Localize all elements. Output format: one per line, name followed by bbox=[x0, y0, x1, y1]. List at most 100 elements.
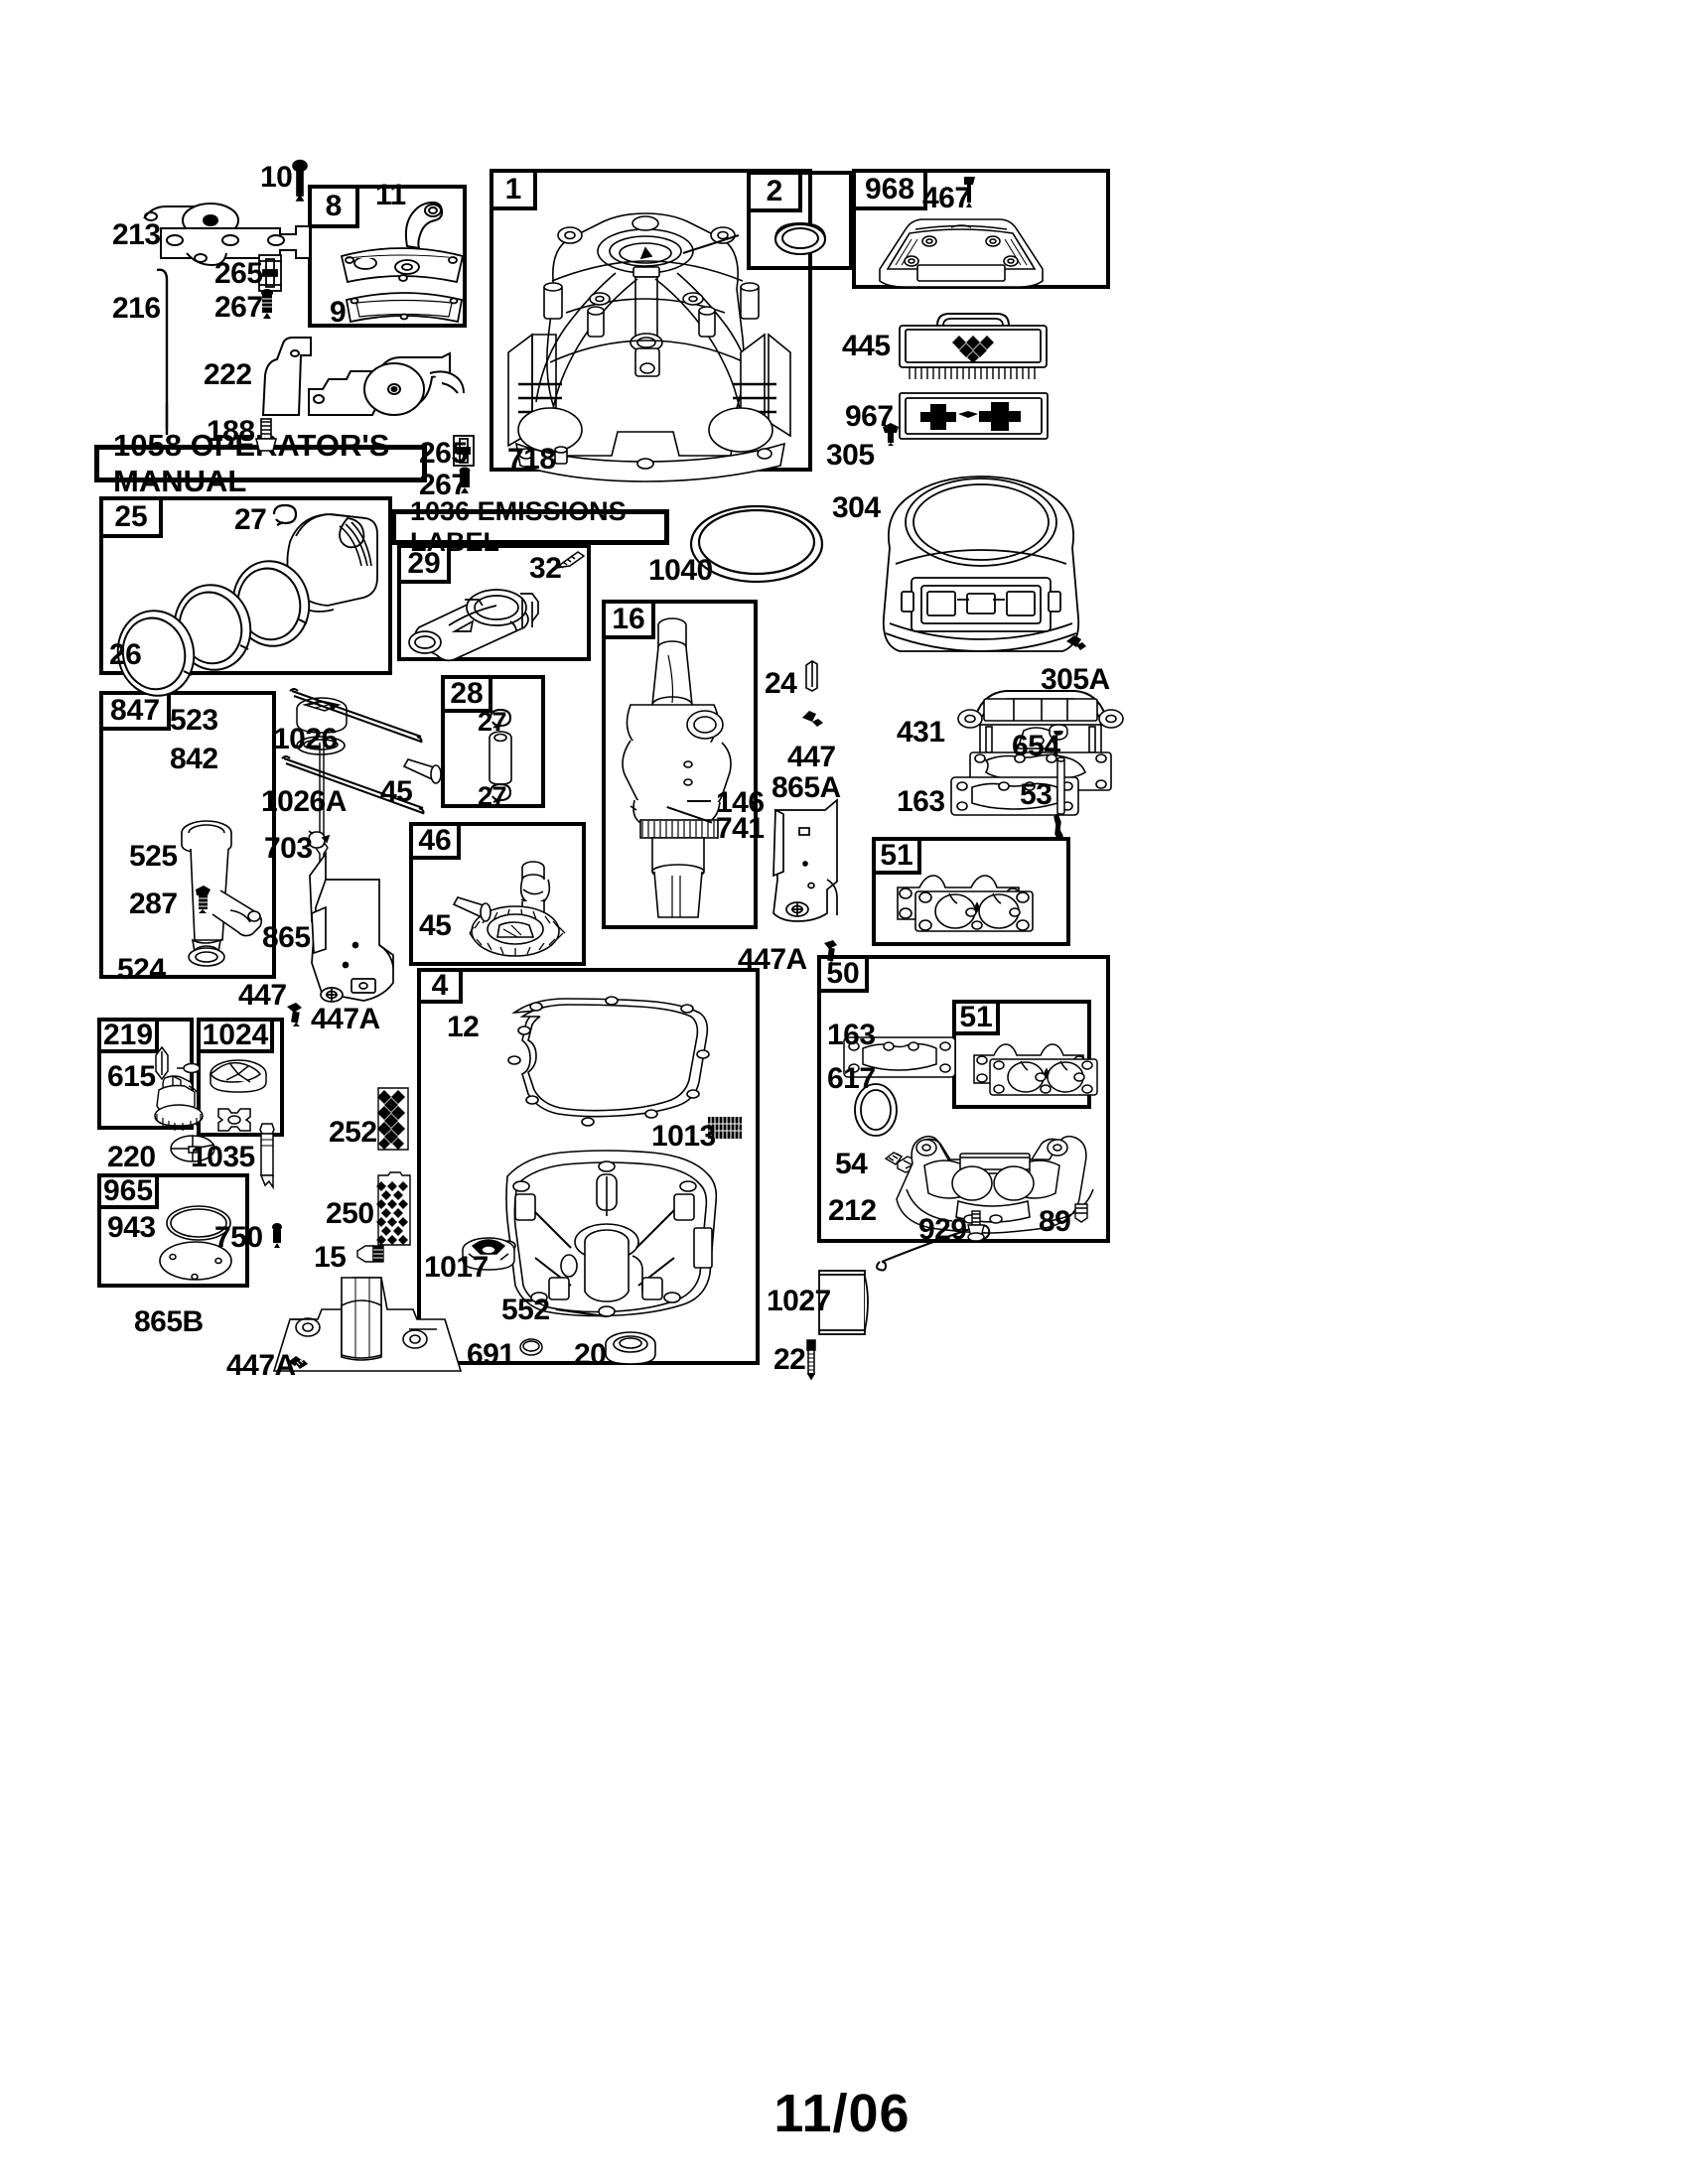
callout-552: 552 bbox=[501, 1294, 550, 1326]
box-label: 847 bbox=[109, 694, 161, 727]
art-piston-ring-1 bbox=[227, 558, 315, 649]
callout-654: 654 bbox=[1012, 730, 1060, 762]
art-shield-865B bbox=[268, 1266, 463, 1375]
callout-431: 431 bbox=[897, 716, 945, 749]
callout-447-crank: 447 bbox=[787, 741, 836, 773]
art-screw-447A-crank bbox=[820, 939, 842, 965]
callout-718: 718 bbox=[507, 443, 556, 476]
art-gasket-163-50 bbox=[841, 1034, 958, 1080]
callout-304: 304 bbox=[832, 491, 881, 524]
callout-1013: 1013 bbox=[651, 1120, 716, 1153]
art-seal-1040 bbox=[687, 501, 826, 587]
art-clip-703 bbox=[303, 828, 331, 852]
art-clamp-265-upper bbox=[256, 253, 284, 293]
art-slinger-retainer-1024 bbox=[214, 1105, 254, 1135]
callout-447A-crank: 447A bbox=[738, 943, 807, 976]
callout-252: 252 bbox=[329, 1116, 377, 1149]
callout-10: 10 bbox=[260, 161, 293, 194]
art-screw-447A-865B bbox=[286, 1352, 310, 1374]
callout-865: 865 bbox=[262, 921, 311, 954]
callout-213: 213 bbox=[112, 218, 161, 251]
art-retaining-ring-27-c bbox=[486, 781, 517, 803]
callout-617: 617 bbox=[827, 1062, 876, 1095]
art-governor-shaft-1035 bbox=[256, 1122, 278, 1190]
art-pushrod-1026A bbox=[280, 754, 429, 816]
art-screw-10 bbox=[290, 159, 310, 202]
box-label: 1024 bbox=[202, 1019, 269, 1051]
group-box-29 bbox=[397, 544, 591, 661]
art-nut-89 bbox=[1070, 1199, 1092, 1225]
callout-53: 53 bbox=[1020, 778, 1052, 811]
callout-27-b: 27 bbox=[478, 707, 507, 737]
callout-250: 250 bbox=[326, 1197, 374, 1230]
box-label: 28 bbox=[450, 677, 484, 710]
art-valve-45-a bbox=[402, 758, 444, 790]
callout-1017: 1017 bbox=[424, 1251, 489, 1284]
group-box-847 bbox=[99, 691, 276, 979]
callout-32: 32 bbox=[529, 552, 562, 585]
group-box-847-number: 847 bbox=[99, 691, 171, 731]
group-box-51-lower-number: 51 bbox=[952, 1000, 1000, 1035]
art-screw-467 bbox=[960, 175, 978, 207]
art-grommet-654 bbox=[1048, 723, 1069, 743]
callout-447A-865B: 447A bbox=[226, 1349, 296, 1382]
operators-manual-text: 1058 OPERATOR'S MANUAL bbox=[113, 428, 390, 498]
art-plug-15 bbox=[355, 1243, 385, 1265]
callout-12: 12 bbox=[447, 1011, 480, 1043]
callout-27-c: 27 bbox=[478, 781, 507, 811]
art-link-rod-216 bbox=[149, 264, 179, 438]
group-box-46-number: 46 bbox=[409, 822, 461, 860]
callout-45-a: 45 bbox=[380, 775, 413, 808]
callout-943: 943 bbox=[107, 1211, 156, 1244]
callout-305: 305 bbox=[826, 439, 875, 472]
leader-146 bbox=[687, 800, 711, 802]
callout-163-top: 163 bbox=[897, 785, 945, 818]
group-box-50 bbox=[817, 955, 1110, 1243]
art-oil-filter-1027 bbox=[815, 1267, 873, 1338]
art-breather-gasket-943 bbox=[164, 1203, 233, 1243]
callout-467: 467 bbox=[922, 182, 971, 214]
emissions-label-banner: 1036 EMISSIONS LABEL bbox=[391, 496, 669, 557]
callout-1026: 1026 bbox=[273, 723, 338, 755]
group-box-28-number: 28 bbox=[441, 675, 492, 713]
art-rocker-cover-8 bbox=[338, 246, 467, 288]
callout-54: 54 bbox=[835, 1148, 868, 1180]
callout-15: 15 bbox=[314, 1241, 347, 1274]
art-retaining-ring-27-a bbox=[268, 502, 302, 526]
art-sump-housing-4 bbox=[484, 1147, 730, 1335]
art-screen-250 bbox=[370, 1171, 418, 1251]
art-washer-615 bbox=[177, 1061, 203, 1075]
art-screw-267-lower bbox=[455, 467, 475, 494]
callout-523: 523 bbox=[170, 704, 218, 737]
callout-220: 220 bbox=[107, 1141, 156, 1173]
art-valve-45-b bbox=[452, 896, 493, 928]
callout-45-b: 45 bbox=[419, 909, 452, 942]
art-screw-447-crank bbox=[800, 709, 826, 733]
callout-1040: 1040 bbox=[648, 554, 713, 587]
callout-305A: 305A bbox=[1041, 663, 1110, 696]
callout-22: 22 bbox=[773, 1343, 806, 1376]
group-box-25 bbox=[99, 496, 392, 675]
callout-525: 525 bbox=[129, 840, 178, 873]
art-oil-fill-tube-525 bbox=[179, 819, 278, 963]
art-blower-housing-304 bbox=[872, 475, 1090, 673]
box-label: 2 bbox=[766, 175, 783, 207]
art-piston-pin-28 bbox=[486, 730, 515, 787]
art-bracket-222 bbox=[253, 337, 467, 419]
art-crankcase-1013-hatch bbox=[708, 1117, 742, 1139]
art-oil-pump-1017 bbox=[459, 1236, 518, 1278]
callout-691: 691 bbox=[467, 1338, 515, 1371]
box-label: 1 bbox=[504, 173, 522, 205]
callout-216: 216 bbox=[112, 292, 161, 325]
art-sump-gasket-12 bbox=[487, 993, 725, 1132]
callout-24: 24 bbox=[765, 667, 797, 700]
box-label: 51 bbox=[959, 1001, 993, 1033]
art-control-bracket-213 bbox=[139, 199, 338, 273]
callout-750: 750 bbox=[214, 1221, 263, 1254]
group-box-1024-number: 1024 bbox=[197, 1018, 274, 1053]
art-seal-20 bbox=[603, 1330, 658, 1368]
group-box-16-number: 16 bbox=[602, 600, 655, 639]
art-oil-slinger-1024 bbox=[207, 1058, 270, 1098]
art-camshaft-46 bbox=[452, 846, 581, 963]
